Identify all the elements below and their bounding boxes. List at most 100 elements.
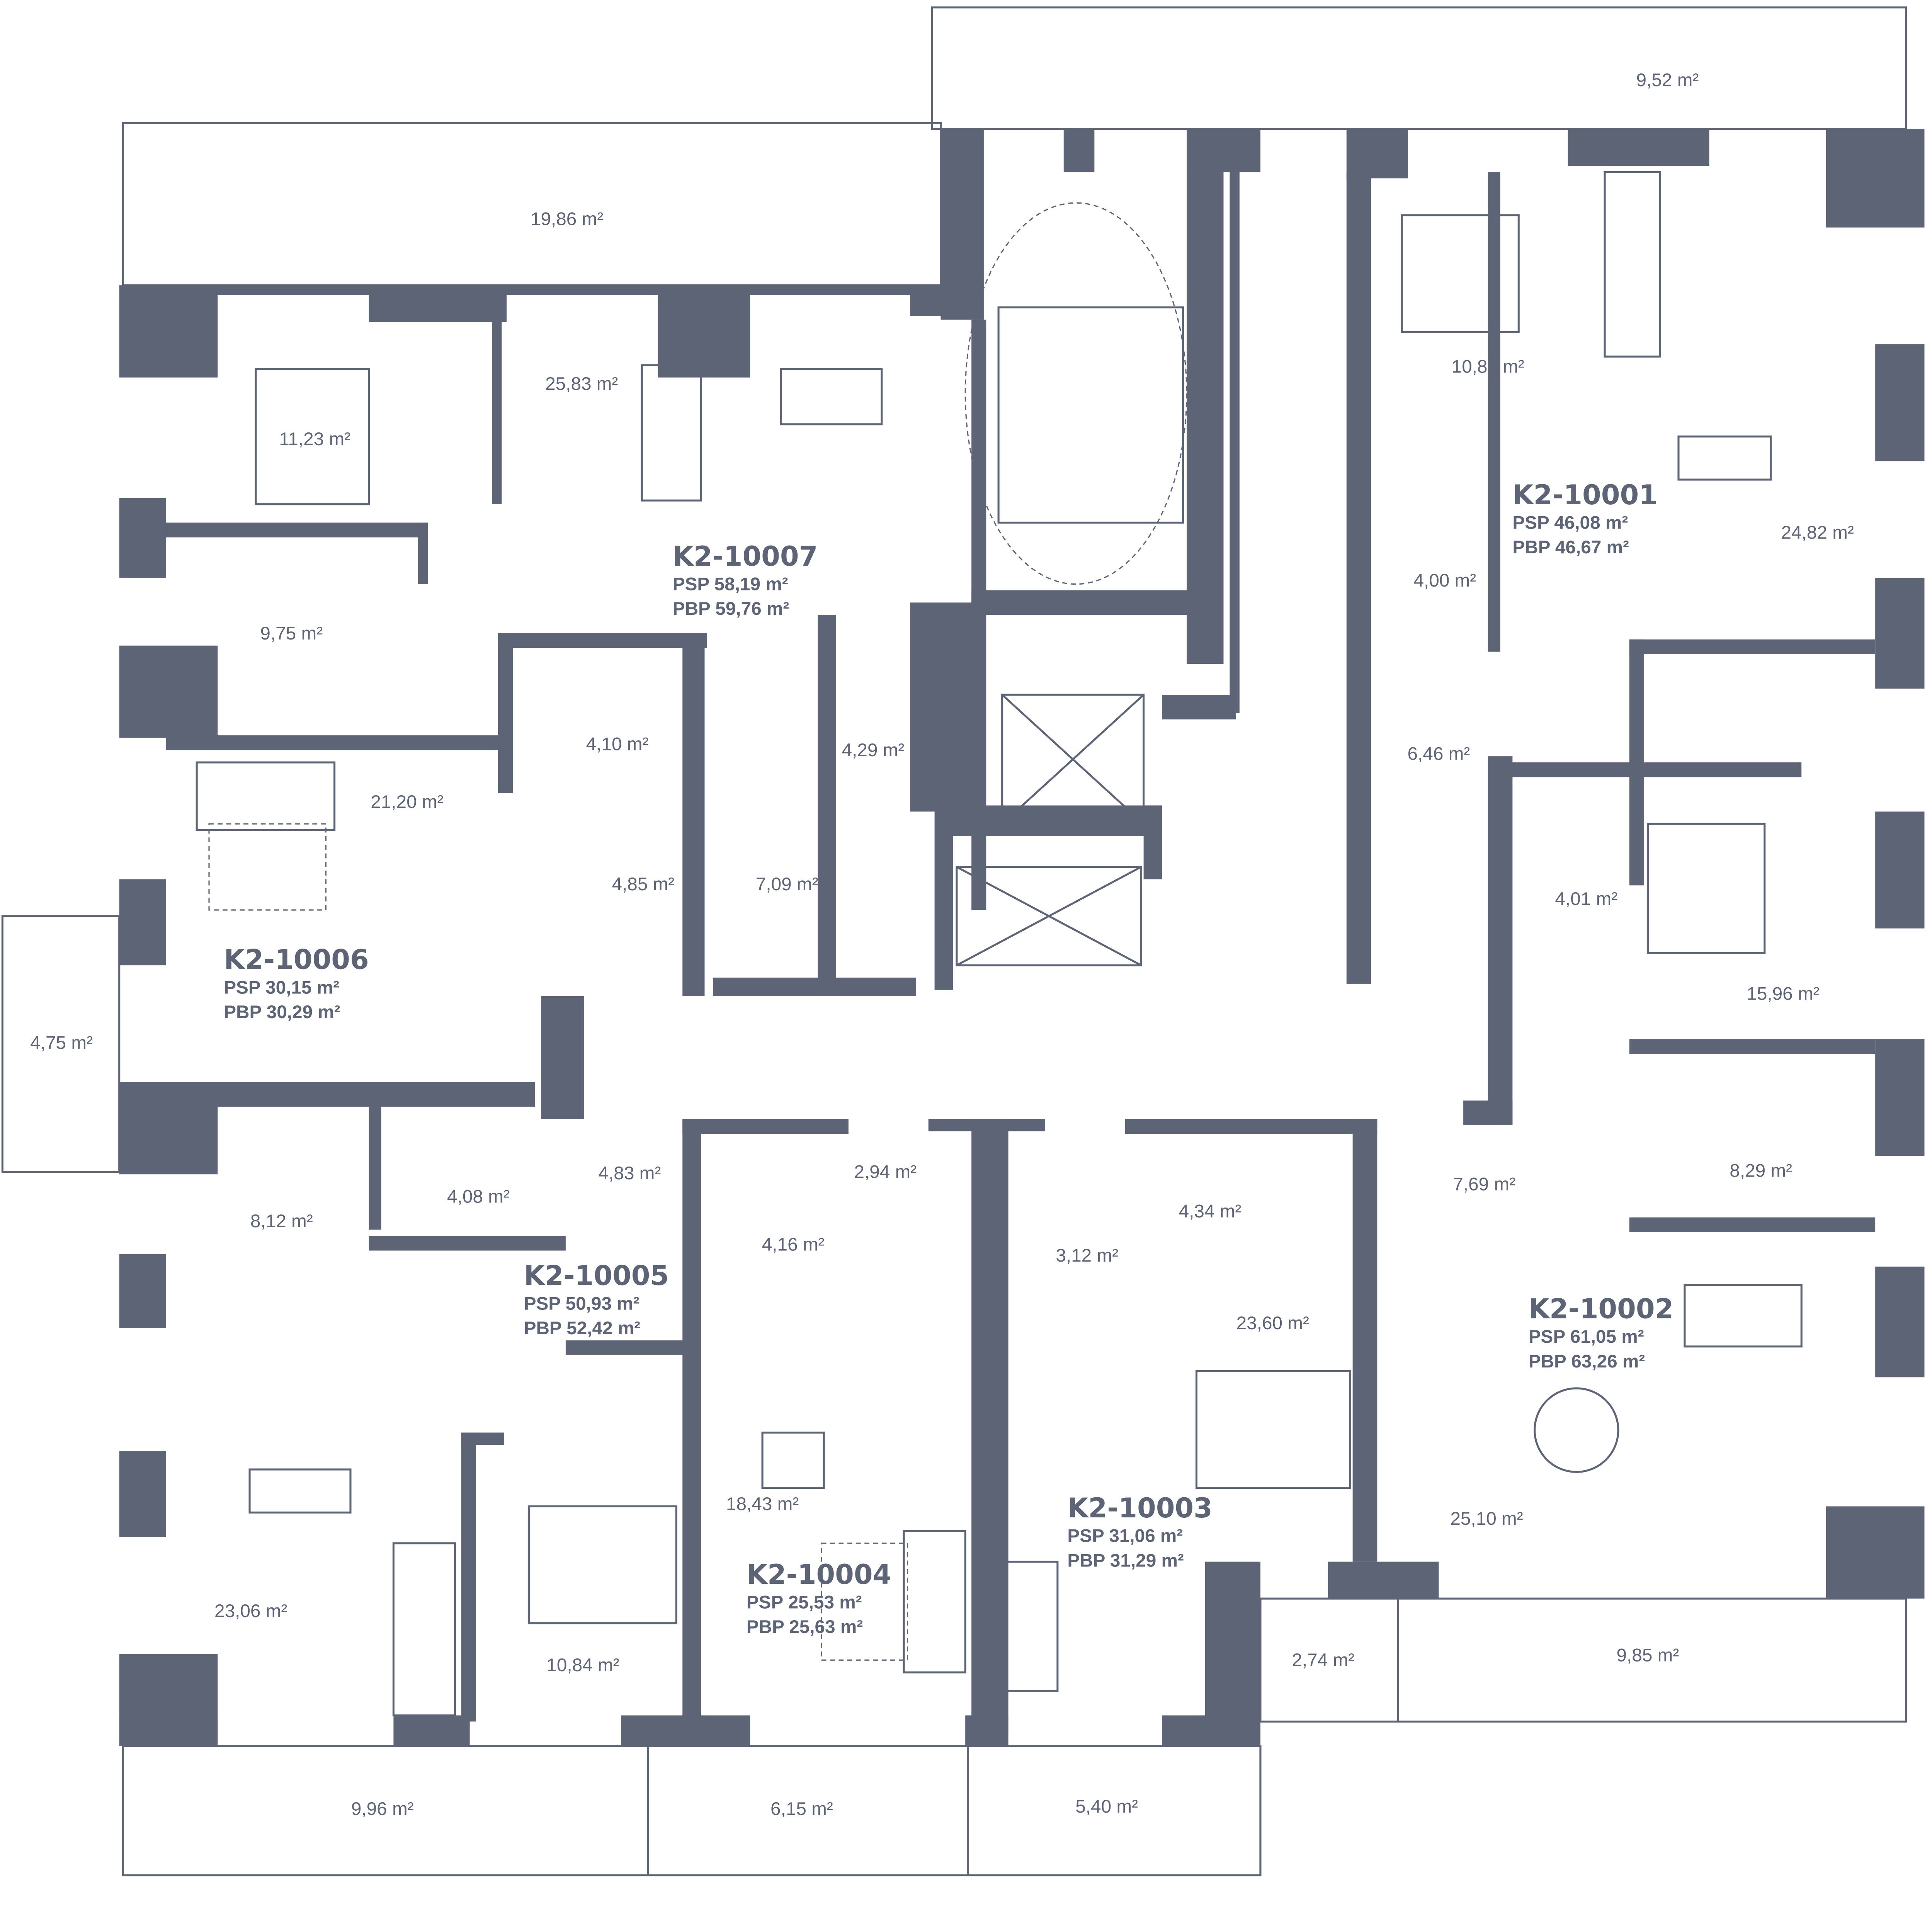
wall-segment <box>1187 172 1224 664</box>
wall-segment <box>1125 1119 1378 1134</box>
wall-segment <box>119 498 166 578</box>
room-area-label: 9,96 m² <box>351 1799 414 1819</box>
wall-segment <box>1875 1266 1925 1378</box>
apartment-psp-area: PSP 25,53 m² <box>747 1592 862 1613</box>
room-area-label: 8,12 m² <box>250 1211 313 1231</box>
wall-segment <box>1875 344 1925 461</box>
wall-segment <box>119 645 218 738</box>
wall-segment <box>418 522 428 584</box>
wall-segment <box>461 1432 504 1445</box>
wall-segment <box>682 1119 849 1134</box>
apartment-psp-area: PSP 50,93 m² <box>524 1293 639 1314</box>
wall-segment <box>369 1082 381 1230</box>
wall-segment <box>498 633 513 793</box>
room-area-label: 4,00 m² <box>1413 570 1476 591</box>
room-area-label: 4,85 m² <box>612 874 675 895</box>
wall-segment <box>119 1715 218 1747</box>
room-area-label: 10,80 m² <box>1452 356 1524 377</box>
apartment-pbp-area: PBP 31,29 m² <box>1067 1550 1184 1571</box>
room-area-label: 23,06 m² <box>214 1601 287 1621</box>
room-area-label: 24,82 m² <box>1781 522 1854 543</box>
wall-segment <box>1494 762 1802 777</box>
apartment-pbp-area: PBP 25,63 m² <box>747 1617 863 1637</box>
room-area-label: 7,69 m² <box>1453 1174 1515 1195</box>
wall-segment <box>1352 1119 1378 1562</box>
wall-segment <box>940 129 984 320</box>
apartment-psp-area: PSP 58,19 m² <box>673 574 788 595</box>
wall-segment <box>818 615 837 996</box>
apartment-id: K2-10001 <box>1512 479 1658 511</box>
wall-segment <box>1488 172 1500 652</box>
wall-segment <box>1187 129 1260 172</box>
room-area-label: 25,10 m² <box>1450 1509 1523 1529</box>
room-area-label: 21,20 m² <box>371 792 443 812</box>
room-area-label: 2,74 m² <box>1292 1650 1354 1670</box>
wall-segment <box>1875 1039 1925 1156</box>
wall-segment <box>393 1715 470 1747</box>
apartment-pbp-area: PBP 52,42 m² <box>524 1318 641 1338</box>
room-area-label: 8,29 m² <box>1730 1161 1792 1181</box>
wall-segment <box>1463 1100 1513 1125</box>
room-area-label: 25,83 m² <box>545 374 618 394</box>
room-area-label: 4,29 m² <box>842 740 905 760</box>
wall-segment <box>971 590 1193 615</box>
wall-segment <box>621 1715 750 1747</box>
room-area-label: 15,96 m² <box>1747 983 1819 1004</box>
apartment-pbp-area: PBP 30,29 m² <box>224 1002 340 1022</box>
apartment-id: K2-10004 <box>747 1559 892 1590</box>
room-area-label: 4,08 m² <box>447 1186 510 1207</box>
room-area-label: 10,84 m² <box>546 1655 619 1675</box>
room-area-label: 3,12 m² <box>1056 1245 1118 1266</box>
wall-segment <box>1230 172 1240 713</box>
apartment-pbp-area: PBP 46,67 m² <box>1512 537 1629 558</box>
room-area-label: 4,83 m² <box>598 1163 661 1184</box>
wall-segment <box>971 1119 1009 1734</box>
walls <box>119 129 1925 1747</box>
wall-segment <box>1629 1039 1876 1054</box>
wall-segment <box>1162 695 1236 719</box>
wall-segment <box>1875 811 1925 929</box>
wall-segment <box>119 1451 166 1537</box>
apartment-pbp-area: PBP 59,76 m² <box>673 599 789 619</box>
wall-segment <box>928 1119 1046 1131</box>
wall-segment <box>119 879 166 966</box>
wall-segment <box>119 285 218 378</box>
wall-segment <box>1826 129 1925 228</box>
wall-segment <box>498 633 707 648</box>
room-area-label: 7,09 m² <box>756 874 818 895</box>
wall-segment <box>1629 639 1876 655</box>
wall-segment <box>1162 1715 1260 1747</box>
wall-segment <box>682 639 705 996</box>
room-area-label: 5,40 m² <box>1075 1796 1138 1817</box>
wall-segment <box>1328 1561 1439 1599</box>
apartment-id: K2-10003 <box>1067 1492 1213 1524</box>
wall-segment <box>1063 129 1095 172</box>
wall-segment <box>541 996 584 1119</box>
wall-segment <box>166 735 504 750</box>
wall-segment <box>1629 639 1644 886</box>
room-area-label: 9,75 m² <box>260 623 323 644</box>
apartment-id: K2-10005 <box>524 1260 669 1292</box>
room-area-label: 18,43 m² <box>726 1494 799 1514</box>
wall-segment <box>1568 129 1709 166</box>
wall-segment <box>658 285 750 378</box>
room-area-label: 4,10 m² <box>586 734 649 754</box>
room-area-label: 23,60 m² <box>1236 1313 1309 1333</box>
room-area-label: 4,75 m² <box>30 1033 93 1053</box>
furniture-and-fixtures <box>196 171 1803 1716</box>
wall-segment <box>965 1715 1009 1747</box>
wall-segment <box>166 522 424 537</box>
wall-segment <box>1346 129 1408 179</box>
room-area-label: 9,52 m² <box>1636 70 1699 90</box>
apartment-pbp-area: PBP 63,26 m² <box>1529 1351 1645 1372</box>
wall-segment <box>1205 1561 1260 1722</box>
room-area-label: 4,34 m² <box>1179 1201 1242 1222</box>
wall-segment <box>1143 805 1162 879</box>
apartment-psp-area: PSP 30,15 m² <box>224 977 339 998</box>
wall-segment <box>119 1254 166 1328</box>
wall-segment <box>682 1119 701 1734</box>
wall-segment <box>166 1082 535 1107</box>
apartment-id: K2-10002 <box>1529 1293 1674 1325</box>
